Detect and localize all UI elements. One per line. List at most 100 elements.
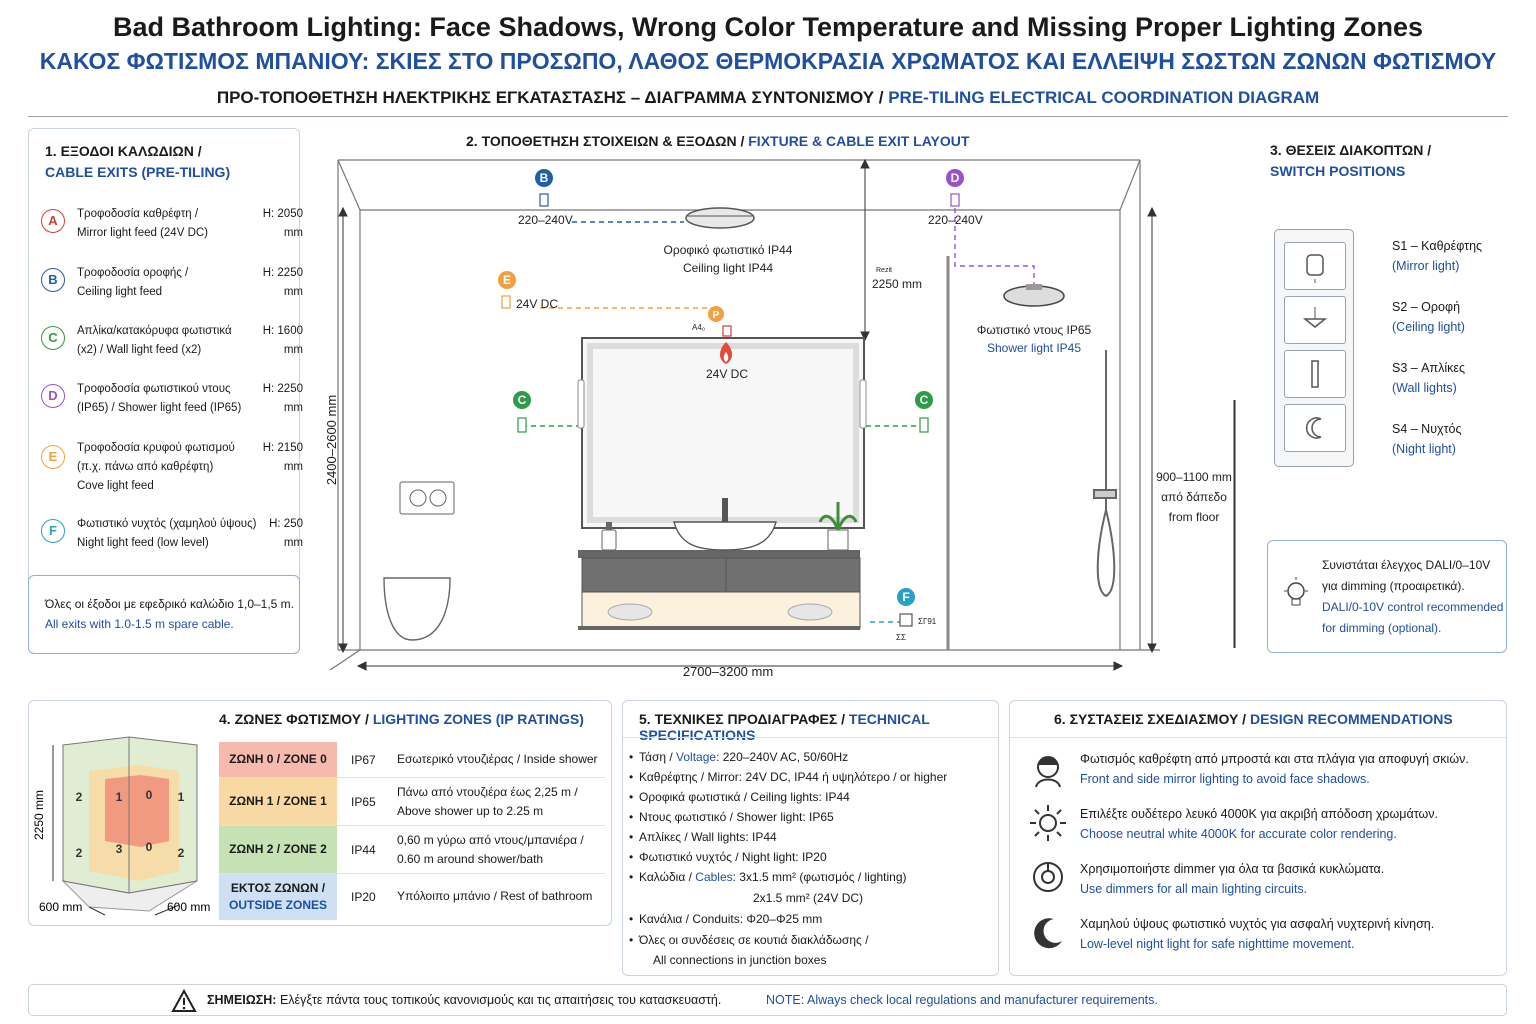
footer-note-gr: ΣΗΜΕΙΩΣΗ: Ελέγξτε πάντα τους τοπικούς κα… xyxy=(207,993,721,1007)
cable-exits-note-en: All exits with 1.0-1.5 m spare cable. xyxy=(45,617,234,631)
footer-note: ΣΗΜΕΙΩΣΗ: Ελέγξτε πάντα τους τοπικούς κα… xyxy=(28,984,1507,1016)
header-divider xyxy=(28,116,1508,117)
cable-exit-d-line2: (IP65) / Shower light feed (IP65) xyxy=(77,402,242,414)
face-icon xyxy=(1035,756,1061,788)
switch-s1-en: (Mirror light) xyxy=(1392,259,1460,273)
layout-badge-d-text: D xyxy=(951,171,960,185)
cable-exit-a-h: H: 2050 xyxy=(262,208,303,220)
cable-exit-f-unit: mm xyxy=(283,537,303,549)
spec-5-c: : IP20 xyxy=(795,850,827,864)
ceiling-light-label-gr: Οροφικό φωτιστικό IP44 xyxy=(664,243,793,257)
cable-exit-a-line1: Τροφοδοσία καθρέφτη / xyxy=(77,208,199,220)
switch-height-label-3: from floor xyxy=(1169,510,1220,524)
spec-junction: Όλες οι συνδέσεις σε κουτιά διακλάδωσης … xyxy=(629,930,869,950)
zone-2-name-gr: ΖΩΝΗ 2 / ZONE 2 xyxy=(229,842,327,856)
spec-3-c: : IP65 xyxy=(802,810,834,824)
switch-s1-gr: S1 – Καθρέφτης xyxy=(1392,239,1483,253)
switch-s2-en: (Ceiling light) xyxy=(1392,320,1465,334)
switch-plate xyxy=(1274,229,1354,467)
cable-exit-d-text: Τροφοδοσία φωτιστικού ντους(IP65) / Show… xyxy=(77,380,247,418)
zone-0-desc: Εσωτερικό ντουζιέρας / Inside shower xyxy=(397,750,603,769)
zones-depth-left: 600 mm xyxy=(39,900,82,914)
zone-0-name: ΖΩΝΗ 0 / ZONE 0 xyxy=(219,742,337,777)
flush-plate xyxy=(399,481,455,515)
cable-exits-title-en: CABLE EXITS (PRE-TILING) xyxy=(45,164,231,180)
soap-dispenser xyxy=(601,522,617,551)
a-voltage-label: 24V DC xyxy=(706,367,748,381)
iso-label-3: 0 xyxy=(146,788,153,802)
iso-label-8: 2 xyxy=(178,846,185,860)
cable-exit-b-line2: Ceiling light feed xyxy=(77,286,163,298)
spec-0-c: : 220–240V AC, 50/60Hz xyxy=(716,750,849,764)
cable-exit-e-line3: Cove light feed xyxy=(77,480,154,492)
cable-exit-d-h: H: 2250 xyxy=(262,383,303,395)
design-title: 6. ΣΥΣΤΑΣΕΙΣ ΣΧΕΔΙΑΣΜΟΥ / DESIGN RECOMME… xyxy=(1054,711,1453,727)
dimension-lines xyxy=(338,158,1235,671)
switch-s1-label: S1 – Καθρέφτης (Mirror light) xyxy=(1392,236,1482,276)
specs-title-gr: 5. ΤΕΧΝΙΚΕΣ ΠΡΟΔΙΑΓΡΑΦΕΣ / xyxy=(639,711,846,727)
spec-8-b: Conduits xyxy=(692,912,740,926)
spec-ceiling: Οροφικά φωτιστικά / Ceiling lights: IP44 xyxy=(629,787,850,807)
subtitle-gr: ΠΡΟ-ΤΟΠΟΘΕΤΗΣΗ ΗΛΕΚΤΡΙΚΗΣ ΕΓΚΑΤΑΣΤΑΣΗΣ –… xyxy=(216,88,884,107)
rec-1-en: Front and side mirror lighting to avoid … xyxy=(1080,772,1370,786)
rec-3-gr: Χρησιμοποιήστε dimmer για όλα τα βασικά … xyxy=(1080,862,1385,876)
shower-light-label-en: Shower light IP45 xyxy=(987,341,1081,355)
layout-title-gr: 2. ΤΟΠΟΘΕΤΗΣΗ ΣΤΟΙΧΕΙΩΝ & ΕΞΟΔΩΝ / xyxy=(466,133,745,149)
zone-0-ip: IP67 xyxy=(351,753,376,767)
iso-label-4: 1 xyxy=(178,790,185,804)
cable-exit-e-unit: mm xyxy=(283,461,303,473)
layout-badge-c1-text: C xyxy=(518,393,527,407)
design-title-en: DESIGN RECOMMENDATIONS xyxy=(1249,711,1453,727)
switch-s2-button[interactable] xyxy=(1284,296,1346,344)
spec-1-a: Καθρέφτης / xyxy=(639,770,708,784)
zones-height-label: 2250 mm xyxy=(32,790,46,840)
zone-2-desc2: 0.60 m around shower/bath xyxy=(397,852,544,866)
switch-s3-button[interactable] xyxy=(1284,350,1346,398)
cable-exit-f: F Φωτιστικό νυχτός (χαμηλού ύψους)Night … xyxy=(41,515,303,563)
switch-s1-button[interactable] xyxy=(1284,242,1346,290)
cable-exit-c-text: Απλίκα/κατακόρυφα φωτιστικά(x2) / Wall l… xyxy=(77,322,247,360)
vanity-cabinet xyxy=(578,550,861,630)
rec-2-en: Choose neutral white 4000K for accurate … xyxy=(1080,827,1397,841)
dali-gr-2: για dimming (προαιρετικά). xyxy=(1322,579,1465,593)
spec-0-b: Voltage xyxy=(676,750,717,764)
spec-9-a: Όλες οι συνδέσεις σε κουτιά διακλάδωσης … xyxy=(639,933,869,947)
zone-row-1: ΖΩΝΗ 1 / ZONE 1 IP65 Πάνω από ντουζιέρα … xyxy=(219,778,605,826)
zones-panel: 4. ΖΩΝΕΣ ΦΩΤΙΣΜΟΥ / LIGHTING ZONES (IP R… xyxy=(28,700,612,926)
title-en: Bad Bathroom Lighting: Face Shadows, Wro… xyxy=(112,12,1424,42)
mirror-icon xyxy=(1306,254,1324,283)
design-divider xyxy=(1010,737,1506,738)
rec-4-en: Low-level night light for safe nighttime… xyxy=(1080,937,1355,951)
rec-2-gr: Επιλέξτε ουδέτερο λευκό 4000K για ακριβή… xyxy=(1080,807,1438,821)
spec-mirror: Καθρέφτης / Mirror: 24V DC, IP44 ή υψηλό… xyxy=(629,767,947,787)
cable-exit-a: A Τροφοδοσία καθρέφτη /Mirror light feed… xyxy=(41,205,303,253)
spec-4-a: Απλίκες / xyxy=(639,830,692,844)
dali-note: Συνιστάται έλεγχος DALI/0–10V για dimmin… xyxy=(1267,540,1507,653)
flame-warning-icon xyxy=(720,342,732,364)
switch-s4-button[interactable] xyxy=(1284,404,1346,452)
cable-exit-f-line1: Φωτιστικό νυχτός (χαμηλού ύψους) xyxy=(77,518,257,530)
switch-s4-gr: S4 – Νυχτός xyxy=(1392,422,1462,436)
ceiling-height-label: 2250 mm xyxy=(872,277,922,291)
zone-1-ip: IP65 xyxy=(351,795,376,809)
layout-badges: B D E P C C F xyxy=(498,169,964,606)
rec-1-gr: Φωτισμός καθρέφτη από μπροστά και στα πλ… xyxy=(1080,752,1469,766)
warning-icon xyxy=(171,988,197,1012)
spec-wall: Απλίκες / Wall lights: IP44 xyxy=(629,827,777,847)
shower-hand-set xyxy=(1093,350,1117,598)
cable-exit-e-line1: Τροφοδοσία κρυφού φωτισμού xyxy=(77,442,235,454)
spec-8-c: : Φ20–Φ25 mm xyxy=(739,912,823,926)
cable-exit-c: C Απλίκα/κατακόρυφα φωτιστικά(x2) / Wall… xyxy=(41,322,303,370)
spec-3-a: Ντους φωτιστικό / xyxy=(639,810,737,824)
cable-exit-b-line1: Τροφοδοσία οροφής / xyxy=(77,267,189,279)
cable-exit-d: D Τροφοδοσία φωτιστικού ντους(IP65) / Sh… xyxy=(41,380,303,428)
zone-2-name: ΖΩΝΗ 2 / ZONE 2 xyxy=(219,826,337,873)
design-title-gr: 6. ΣΥΣΤΑΣΕΙΣ ΣΧΕΔΙΑΣΜΟΥ / xyxy=(1054,711,1247,727)
cable-exit-c-line2: (x2) / Wall light feed (x2) xyxy=(77,344,202,356)
cable-exits-note: Όλες οι έξοδοι με εφεδρικό καλώδιο 1,0–1… xyxy=(28,575,300,654)
spec-6-b: Cables xyxy=(695,870,733,884)
zone-row-0: ΖΩΝΗ 0 / ZONE 0 IP67 Εσωτερικό ντουζιέρα… xyxy=(219,742,605,778)
